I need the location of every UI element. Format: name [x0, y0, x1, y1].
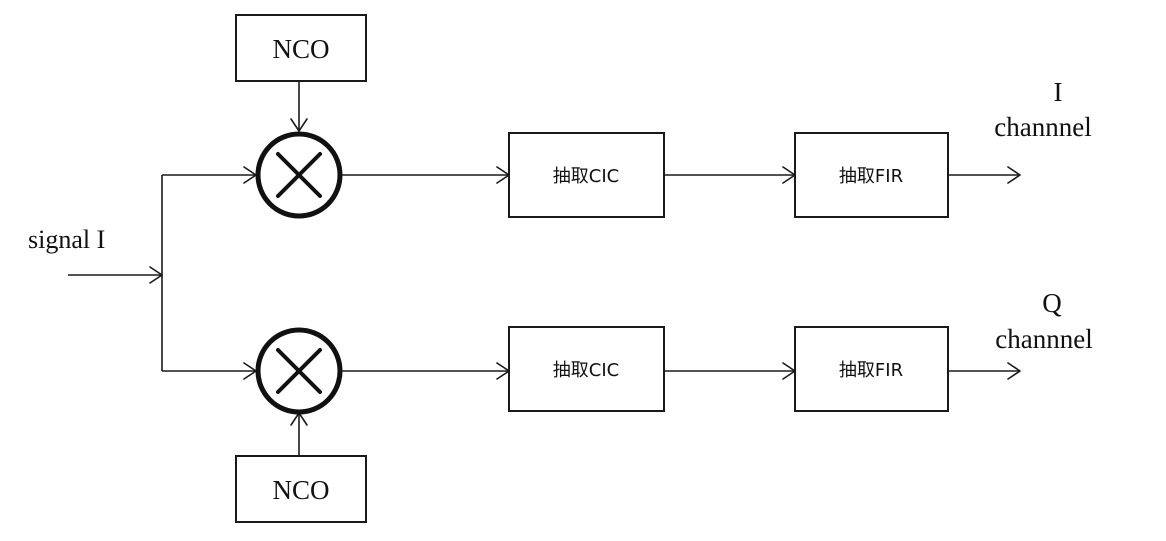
i-fir-label: 抽取FIR — [839, 166, 903, 187]
q-output-label-line1: Q — [1042, 288, 1062, 318]
input-label: signal I — [28, 225, 105, 254]
i-cic-label: 抽取CIC — [553, 166, 619, 187]
q-cic-label: 抽取CIC — [553, 360, 619, 381]
nco-block-top — [235, 14, 367, 82]
q-fir-block — [794, 326, 949, 412]
q-cic-block — [508, 326, 665, 412]
i-cic-block — [508, 132, 665, 218]
q-fir-label: 抽取FIR — [839, 360, 903, 381]
mixer-top-icon — [255, 131, 343, 219]
nco-top-arrowhead — [290, 118, 308, 132]
i-output-label-line1: I — [1054, 77, 1063, 107]
q-output-label-line2: channnel — [995, 324, 1092, 354]
mixer-bottom-icon — [255, 327, 343, 415]
i-output-label-line2: channnel — [994, 112, 1091, 142]
q-output-arrowhead — [1007, 362, 1021, 380]
nco-bottom-label: NCO — [272, 475, 329, 505]
i-fir-block — [794, 132, 949, 218]
nco-block-bottom — [235, 455, 367, 523]
nco-top-label: NCO — [272, 34, 329, 64]
i-output-arrowhead — [1007, 166, 1021, 184]
